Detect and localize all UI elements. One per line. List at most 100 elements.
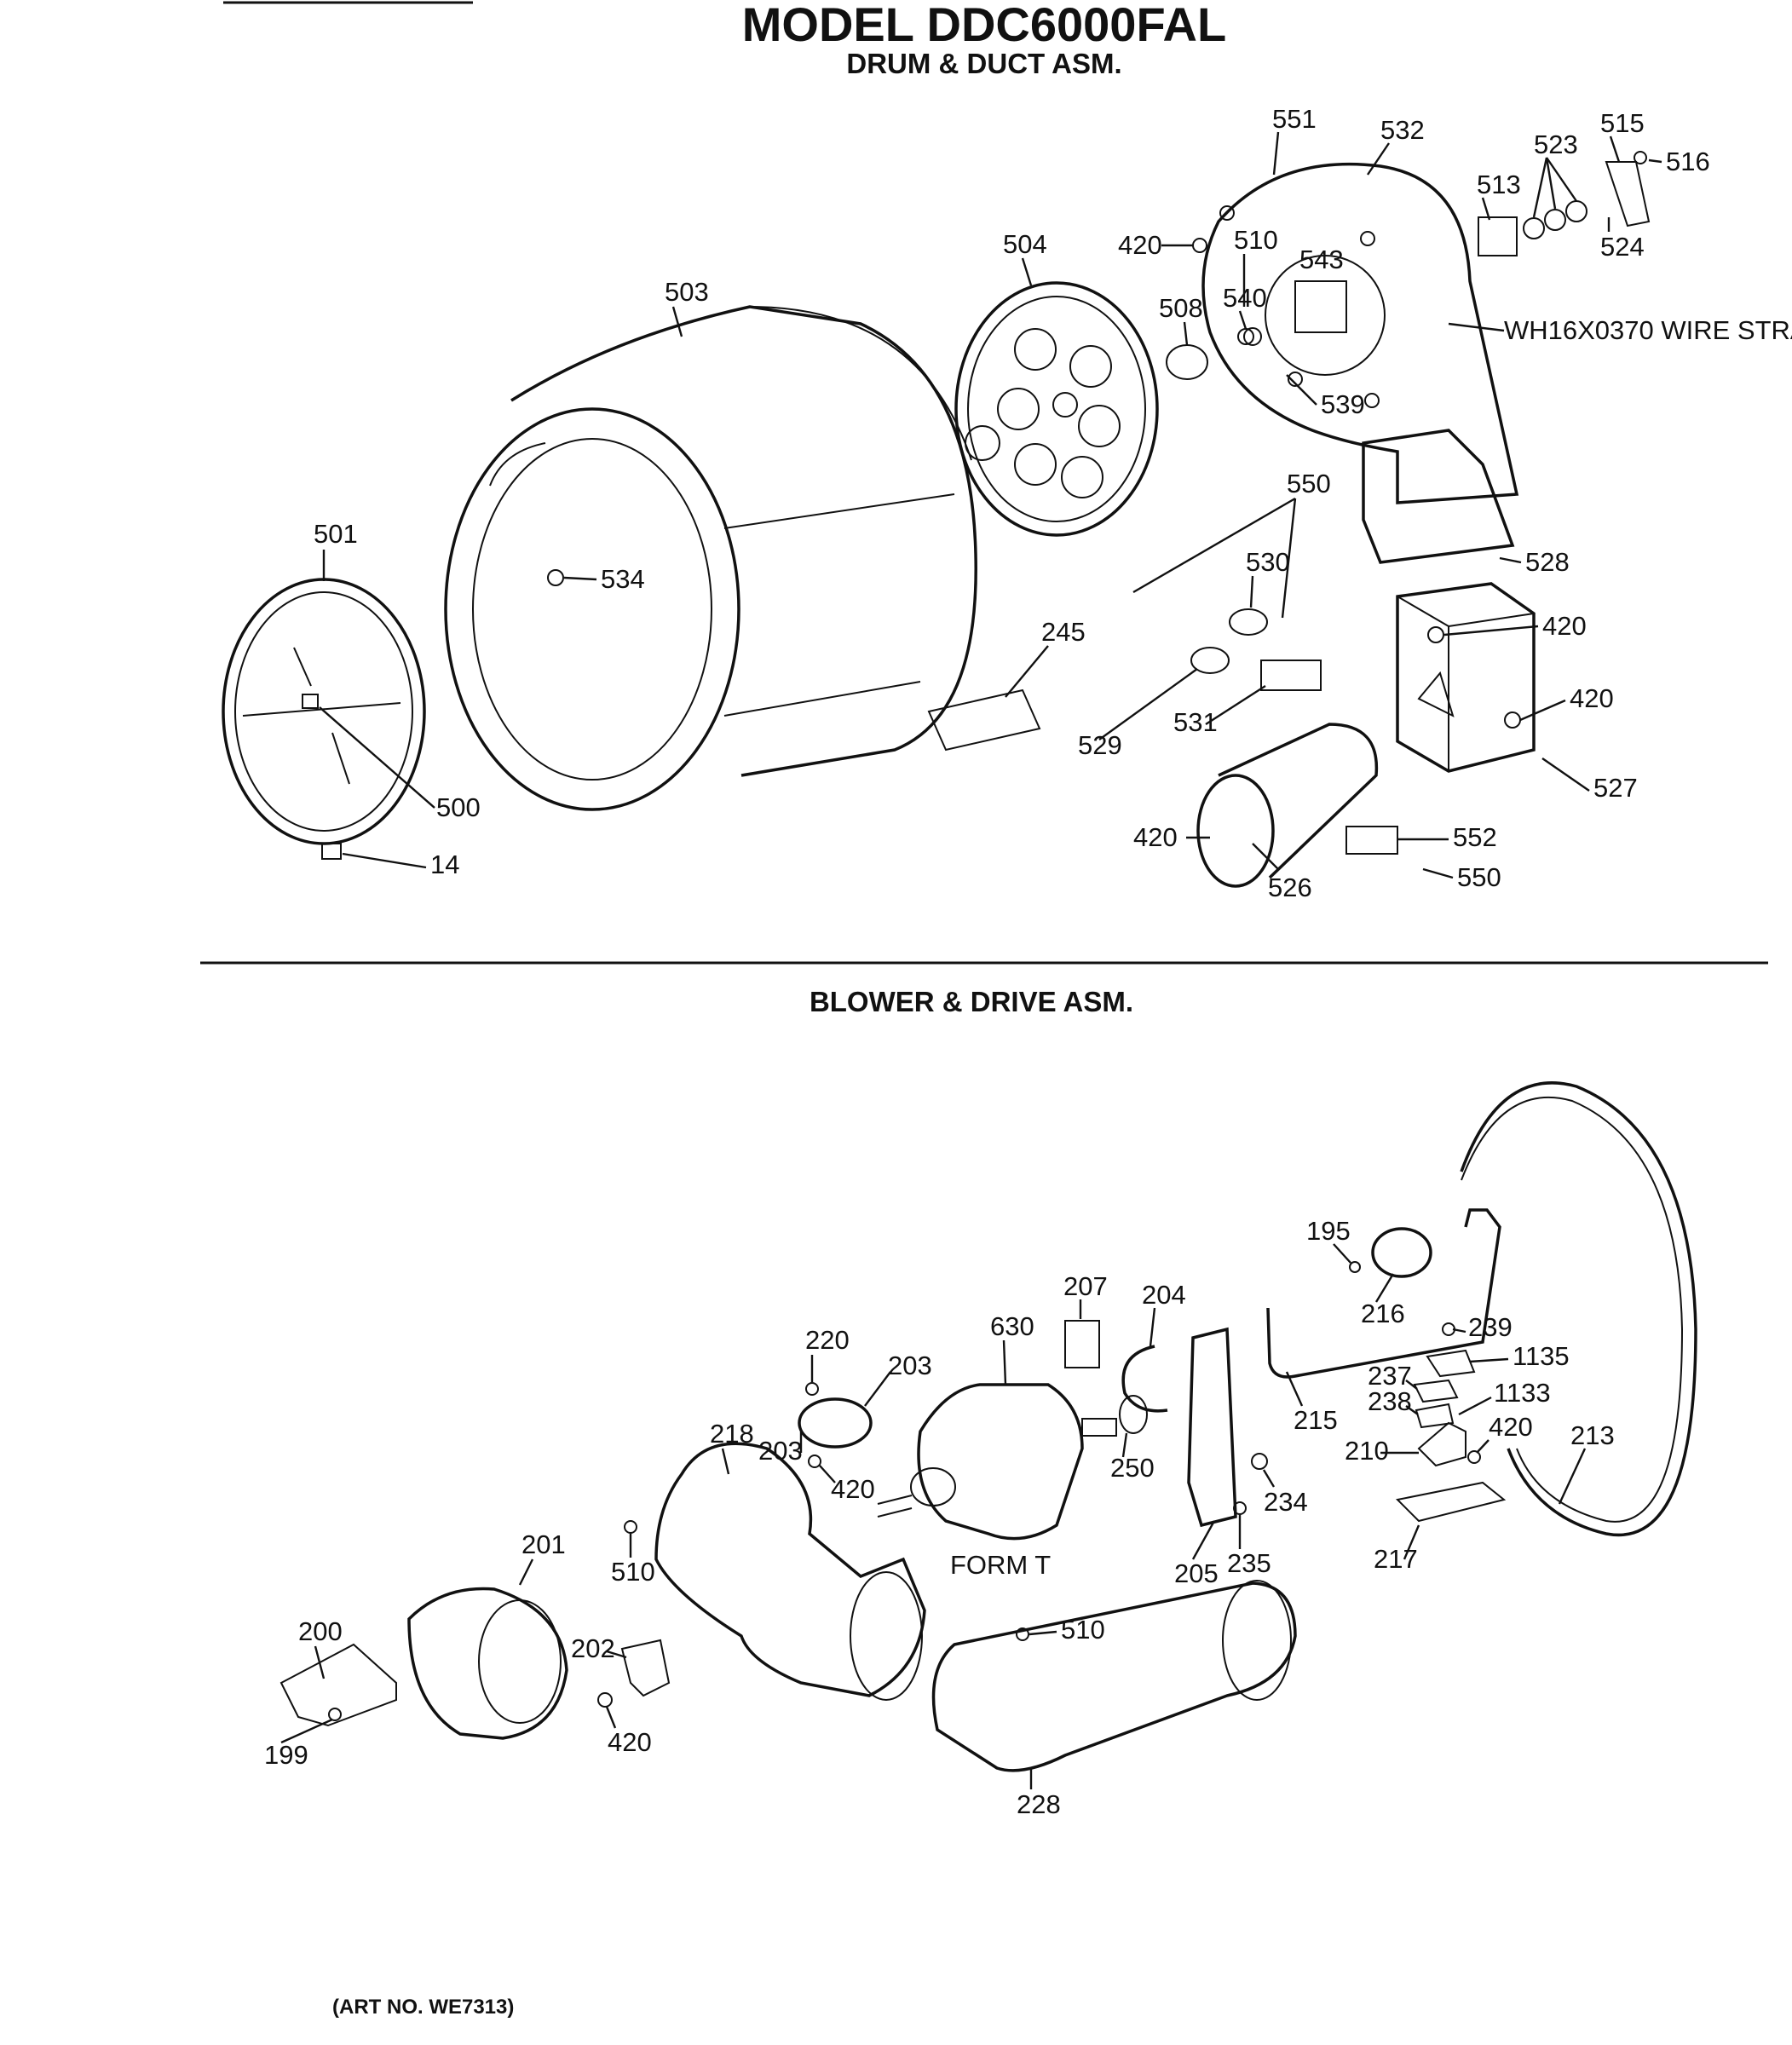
callout-420-blower: 420 [608,1727,652,1757]
clip-516 [1634,151,1647,164]
callout-216: 216 [1361,1299,1405,1328]
callout-420-bulkhead: 420 [1118,230,1162,260]
screw-420-idler [1467,1450,1481,1464]
callout-529: 529 [1078,730,1122,760]
strap-part-204 [1121,1345,1168,1413]
idler-arm-part-215 [1266,1208,1501,1379]
callout-420-housing-side: 420 [1570,683,1614,713]
callout-508: 508 [1159,293,1203,323]
screw-220 [805,1382,819,1396]
screw-510-blower [624,1520,637,1534]
drum-duct-assembly [222,151,1651,888]
callout-539: 539 [1321,389,1365,419]
callout-527: 527 [1593,773,1638,803]
callout-504: 504 [1003,229,1047,259]
callout-516: 516 [1666,147,1710,176]
callout-524: 524 [1600,232,1645,262]
callout-250: 250 [1110,1453,1155,1483]
idler-part-238 [1415,1403,1455,1429]
callout-218: 218 [710,1419,754,1449]
callout-523: 523 [1534,130,1578,159]
callout-203-side: 203 [758,1436,803,1466]
drum-part-503 [444,305,977,811]
callout-420-idler: 420 [1489,1412,1533,1442]
callout-420-heater: 420 [1133,822,1178,852]
screw-239 [1442,1322,1455,1336]
blower-wheel-201 [407,1587,568,1740]
duct-part-228 [931,1580,1297,1772]
callout-528: 528 [1525,547,1570,577]
exhaust-housing-527 [1396,582,1536,773]
screw-420-motor [808,1455,821,1468]
callout-195: 195 [1306,1216,1351,1246]
callout-234: 234 [1264,1487,1308,1517]
callout-215: 215 [1294,1405,1338,1435]
callout-510-blower: 510 [611,1557,655,1587]
clip-part-14 [321,843,342,860]
callout-420-motor: 420 [831,1474,875,1504]
callout-530: 530 [1246,547,1290,577]
callout-513: 513 [1477,170,1521,199]
callout-213: 213 [1570,1420,1615,1450]
callout-630: 630 [990,1311,1034,1341]
idler-part-237 [1413,1379,1459,1403]
callout-205: 205 [1174,1558,1219,1588]
model-title: MODEL DDC6000FAL [742,0,1226,51]
callout-1133: 1133 [1494,1378,1551,1408]
screw-199 [328,1708,342,1721]
callout-239: 239 [1468,1312,1513,1342]
blower-callout-labels: 195 216 207 204 239 630 1135 220 203 237… [264,1216,1615,1819]
idler-part-1135 [1426,1349,1476,1378]
callout-202: 202 [571,1633,615,1663]
callout-543: 543 [1299,245,1344,274]
clip-part-195 [1349,1261,1361,1273]
screw-420-housing-top [1427,626,1444,643]
callout-550-top: 550 [1287,469,1331,498]
callout-203-top: 203 [888,1351,932,1380]
belt-part-213 [1460,1081,1697,1537]
blower-housing-218 [654,1442,926,1697]
screw-420-blower [597,1692,613,1708]
bracket-513 [1478,216,1518,256]
callout-510: 510 [1234,225,1278,255]
plate-part-245 [927,688,1041,752]
thermostat-529 [1190,647,1230,674]
mount-ring-203 [798,1397,873,1449]
screw-534 [547,569,564,586]
callout-14: 14 [430,850,459,879]
washer-523b [1544,209,1566,231]
callout-526: 526 [1268,873,1312,902]
callout-235: 235 [1227,1548,1271,1578]
bracket-part-202 [620,1639,671,1697]
callout-515: 515 [1600,108,1645,138]
heater-part-526 [1196,723,1379,888]
blower-drive-assembly [279,1081,1697,1772]
bracket-part-200 [279,1643,397,1727]
callout-534: 534 [601,564,645,594]
duct-part-528 [1362,429,1515,564]
pulley-part-250 [1119,1395,1148,1434]
callout-420-housing-top: 420 [1542,611,1587,641]
callout-204: 204 [1142,1280,1186,1310]
washer-523a [1523,217,1545,239]
callout-220: 220 [805,1325,850,1355]
washer-234 [1251,1453,1268,1470]
arm-515 [1605,161,1651,228]
callout-217: 217 [1374,1544,1418,1574]
bracket-part-210 [1417,1421,1466,1467]
callout-510-duct: 510 [1061,1615,1105,1645]
drum-duct-title: DRUM & DUCT ASM. [846,48,1121,79]
screw-235 [1233,1501,1247,1515]
bulkhead-part-532 [1201,162,1519,504]
callout-503: 503 [665,277,709,307]
callout-1135: 1135 [1513,1341,1570,1371]
callout-wire-strap: WH16X0370 WIRE STRAP [1504,315,1792,345]
motor-part-630 [877,1383,1117,1541]
callout-501: 501 [314,519,358,549]
callout-199: 199 [264,1740,308,1770]
callout-551: 551 [1272,104,1317,134]
screw-420-bulkhead [1192,238,1207,253]
callout-500: 500 [436,792,481,822]
callout-552: 552 [1453,822,1497,852]
